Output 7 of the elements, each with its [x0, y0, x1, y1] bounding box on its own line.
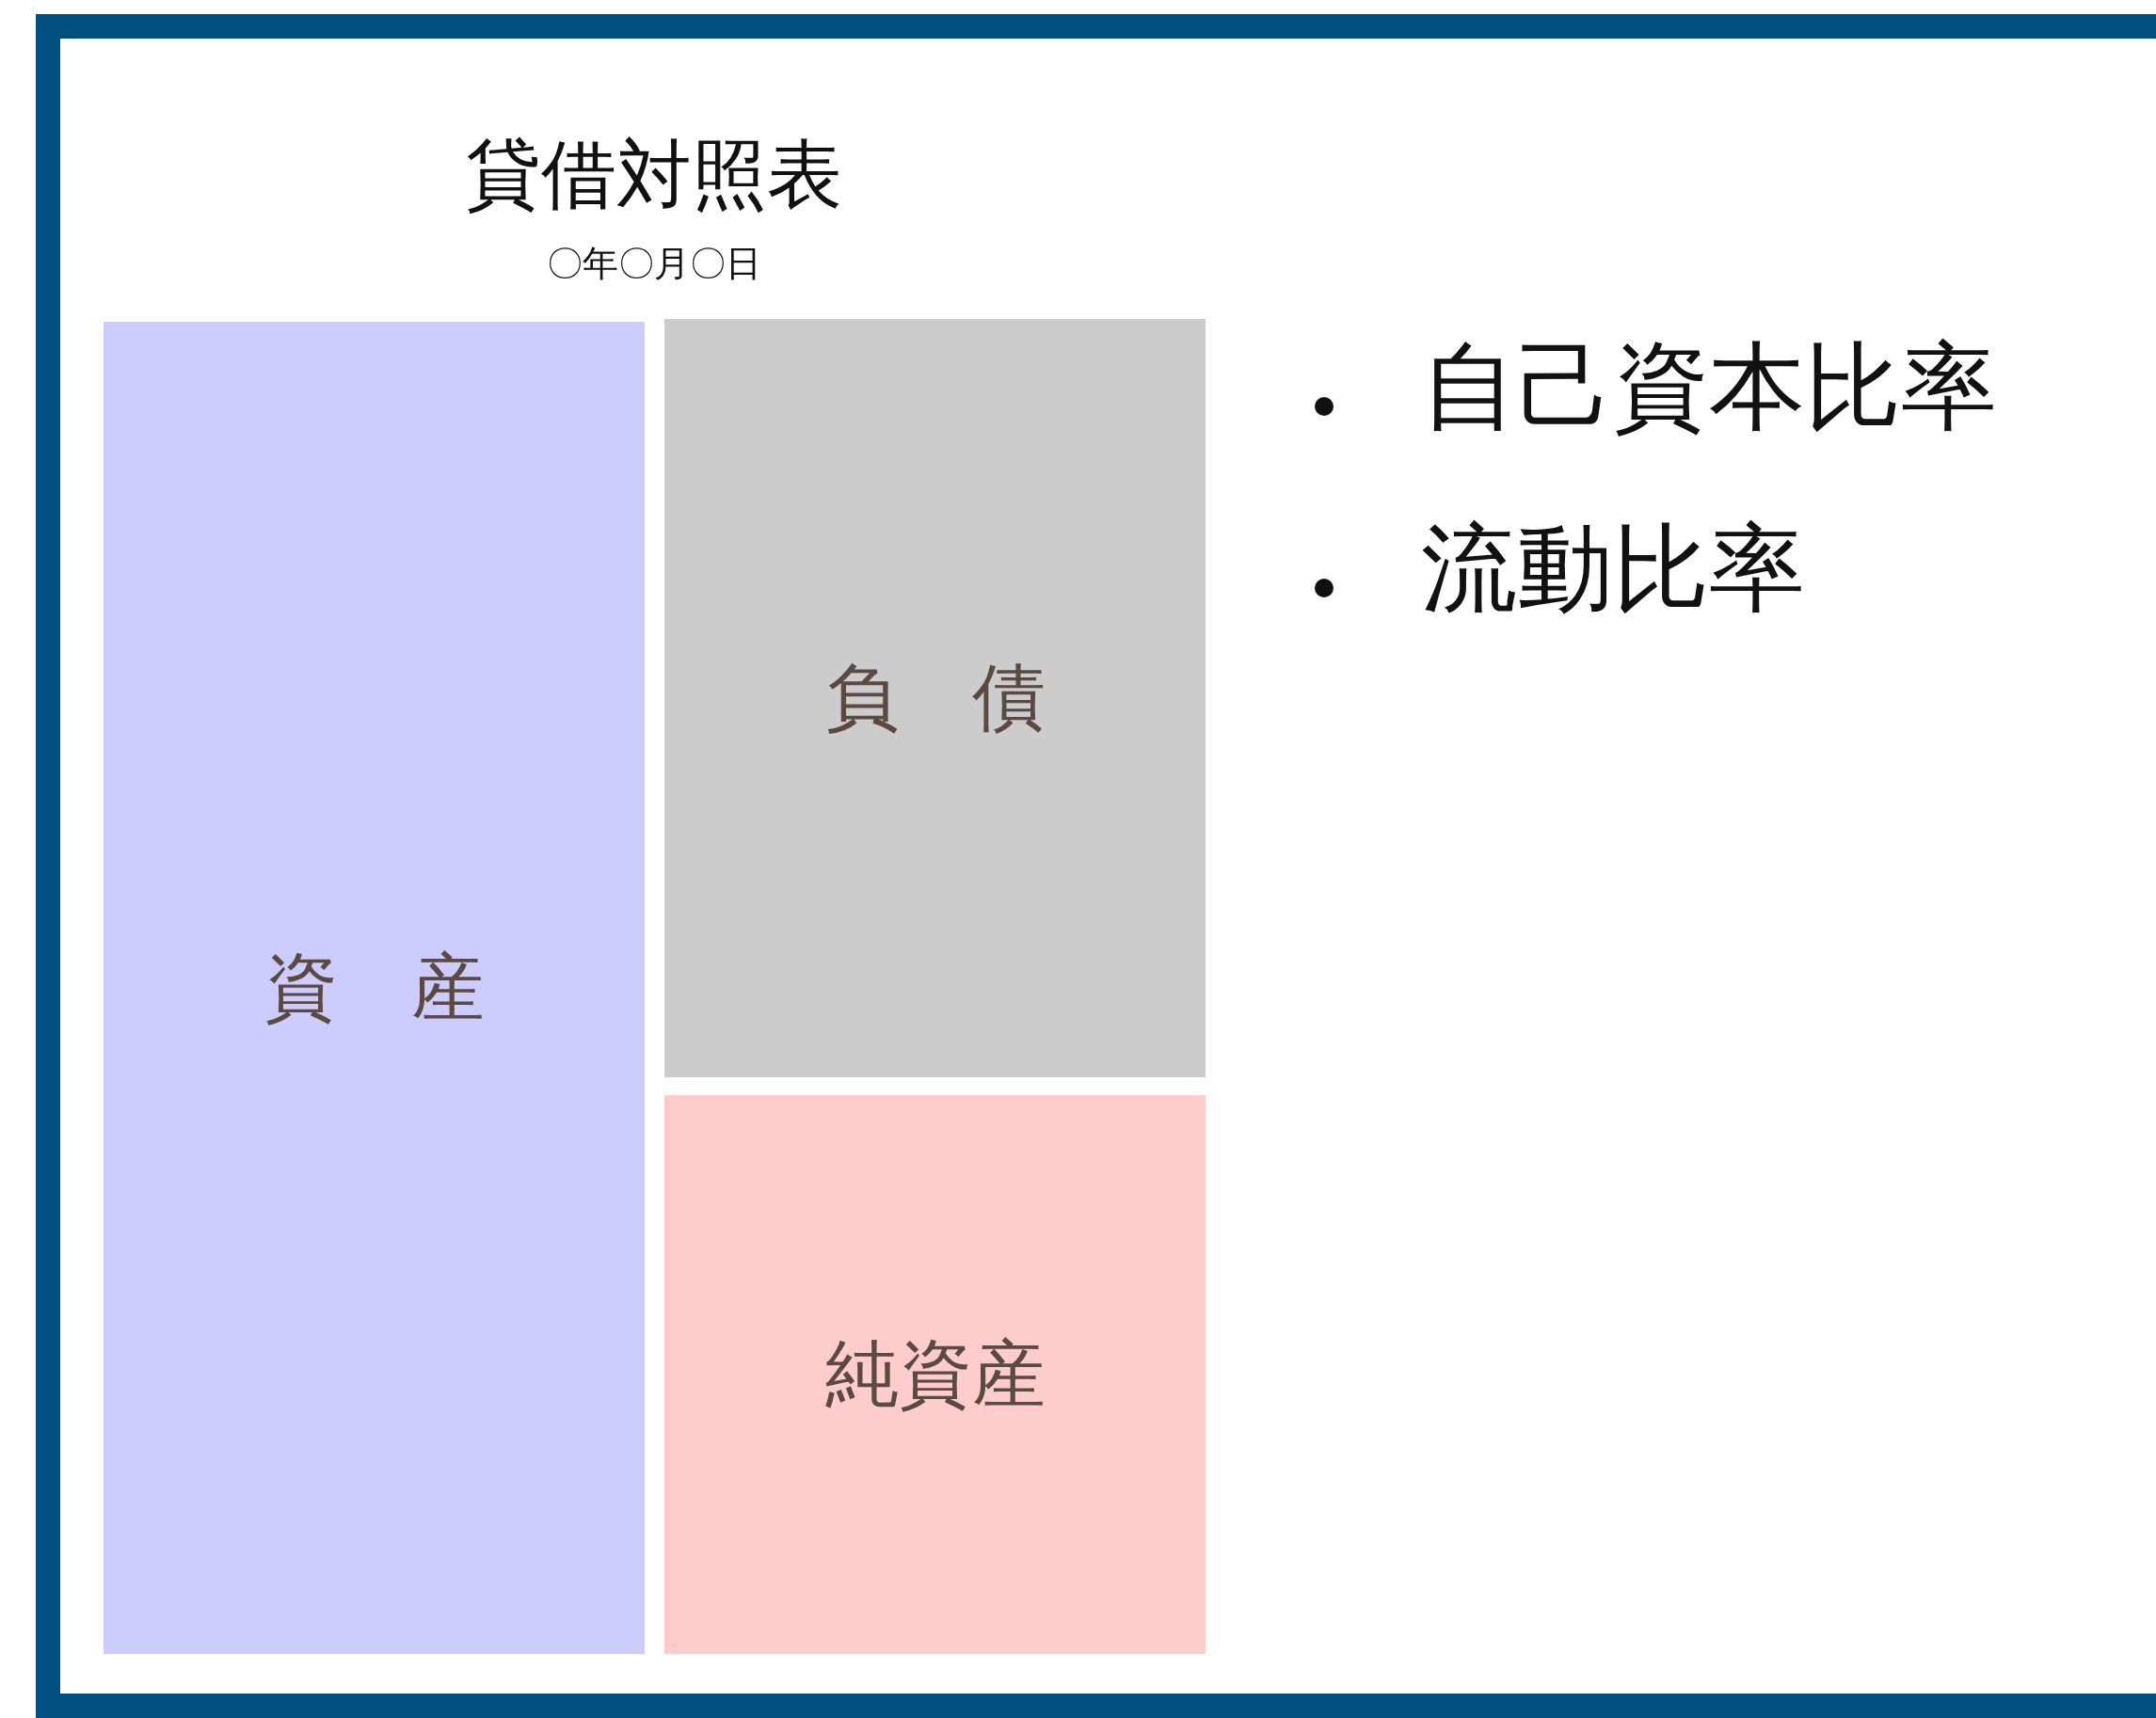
title: 貸借対照表: [466, 130, 842, 220]
liability-block: 負 債: [664, 319, 1206, 1077]
bullet-item: 流動比率: [1421, 510, 1805, 626]
bullet-item: 自己資本比率: [1421, 328, 1997, 444]
asset-block: 資 産: [104, 322, 645, 1654]
date-label: 〇年〇月〇日: [547, 241, 761, 286]
equity-block: 純資産: [664, 1095, 1206, 1654]
